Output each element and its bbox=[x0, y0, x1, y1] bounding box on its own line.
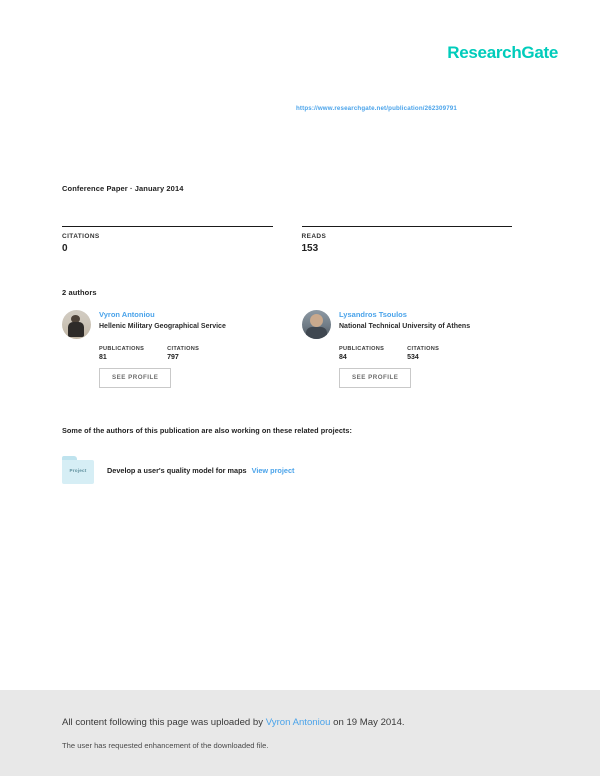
author-stat-citations: CITATIONS 797 bbox=[167, 346, 199, 361]
view-project-link[interactable]: View project bbox=[251, 465, 295, 475]
uploader-link[interactable]: Vyron Antoniou bbox=[265, 717, 331, 728]
author-stat-publications: PUBLICATIONS 84 bbox=[339, 346, 384, 361]
author-affiliation: Hellenic Military Geographical Service bbox=[99, 323, 226, 331]
author-card: Vyron Antoniou Hellenic Military Geograp… bbox=[62, 310, 273, 389]
author-stats: PUBLICATIONS 81 CITATIONS 797 bbox=[99, 346, 273, 361]
stat-value: 0 bbox=[62, 243, 68, 254]
divider-rule bbox=[301, 226, 512, 227]
stat-value: 153 bbox=[301, 243, 319, 254]
author-name-link[interactable]: Lysandros Tsoulos bbox=[339, 310, 407, 319]
author-header: Lysandros Tsoulos National Technical Uni… bbox=[302, 310, 513, 339]
attribution-suffix: on 19 May 2014. bbox=[330, 717, 405, 728]
author-stats: PUBLICATIONS 84 CITATIONS 534 bbox=[339, 346, 513, 361]
researchgate-logo[interactable]: ResearchGate bbox=[447, 43, 558, 62]
author-stat-label: PUBLICATIONS bbox=[339, 346, 385, 352]
authors-grid: Vyron Antoniou Hellenic Military Geograp… bbox=[62, 310, 514, 389]
enhancement-note: The user has requested enhancement of th… bbox=[62, 741, 269, 750]
stat-label: READS bbox=[301, 233, 327, 240]
folder-tab bbox=[62, 456, 77, 461]
author-info: Vyron Antoniou Hellenic Military Geograp… bbox=[99, 310, 226, 331]
authors-heading: 2 authors bbox=[62, 288, 97, 297]
publication-page: ResearchGate https://www.researchgate.ne… bbox=[62, 43, 559, 484]
author-stat-citations: CITATIONS 534 bbox=[407, 346, 439, 361]
avatar bbox=[62, 310, 91, 339]
author-card: Lysandros Tsoulos National Technical Uni… bbox=[302, 310, 513, 389]
author-stat-label: PUBLICATIONS bbox=[99, 346, 145, 352]
author-info: Lysandros Tsoulos National Technical Uni… bbox=[339, 310, 470, 331]
publication-type-date: Conference Paper · January 2014 bbox=[62, 184, 184, 193]
author-stat-label: CITATIONS bbox=[167, 346, 200, 352]
author-stat-value: 797 bbox=[167, 354, 179, 361]
author-header: Vyron Antoniou Hellenic Military Geograp… bbox=[62, 310, 273, 339]
author-stat-publications: PUBLICATIONS 81 bbox=[99, 346, 144, 361]
author-stat-value: 81 bbox=[99, 354, 107, 361]
publication-url-link[interactable]: https://www.researchgate.net/publication… bbox=[296, 105, 457, 112]
publication-stats: CITATIONS 0 READS 153 bbox=[62, 226, 512, 254]
author-stat-value: 534 bbox=[407, 354, 419, 361]
project-title: Develop a user's quality model for maps bbox=[107, 465, 247, 475]
upload-attribution: All content following this page was uplo… bbox=[62, 717, 405, 728]
folder-label: Project bbox=[69, 468, 87, 473]
project-row: Project Develop a user's quality model f… bbox=[62, 456, 294, 484]
divider-rule bbox=[62, 226, 273, 227]
folder-body bbox=[62, 460, 94, 484]
see-profile-button[interactable]: SEE PROFILE bbox=[339, 368, 412, 389]
project-title-row: Develop a user's quality model for maps V… bbox=[107, 466, 294, 475]
author-stat-value: 84 bbox=[339, 354, 347, 361]
see-profile-button[interactable]: SEE PROFILE bbox=[99, 368, 172, 389]
author-affiliation: National Technical University of Athens bbox=[339, 323, 471, 331]
stat-label: CITATIONS bbox=[62, 233, 100, 240]
attribution-prefix: All content following this page was uplo… bbox=[62, 717, 266, 728]
project-folder-icon: Project bbox=[62, 456, 94, 484]
page-footer: All content following this page was uplo… bbox=[0, 690, 600, 776]
related-projects-heading: Some of the authors of this publication … bbox=[62, 426, 352, 435]
avatar bbox=[302, 310, 331, 339]
author-stat-label: CITATIONS bbox=[407, 346, 440, 352]
stat-reads: READS 153 bbox=[301, 226, 512, 254]
author-name-link[interactable]: Vyron Antoniou bbox=[99, 310, 155, 319]
stat-citations: CITATIONS 0 bbox=[62, 226, 273, 254]
